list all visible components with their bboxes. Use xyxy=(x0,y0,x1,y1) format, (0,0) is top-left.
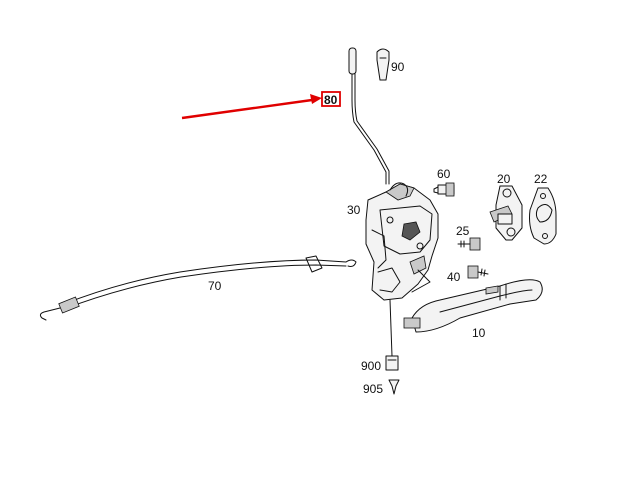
part-30-door-lock[interactable] xyxy=(365,182,439,301)
part-40-screw[interactable] xyxy=(467,265,489,279)
callout-10[interactable]: 10 xyxy=(472,326,486,340)
callout-30[interactable]: 30 xyxy=(347,203,361,217)
callout-40[interactable]: 40 xyxy=(447,270,461,284)
callout-900[interactable]: 900 xyxy=(361,359,381,373)
part-20-striker[interactable] xyxy=(489,185,523,241)
part-60-bolt[interactable] xyxy=(433,182,455,197)
callout-905[interactable]: 905 xyxy=(363,382,383,396)
callout-80-highlight-box xyxy=(321,91,341,107)
part-22-gasket[interactable] xyxy=(529,187,557,245)
callout-90[interactable]: 90 xyxy=(391,60,405,74)
part-900-connector[interactable] xyxy=(385,299,399,371)
part-10-door-handle[interactable] xyxy=(403,279,543,333)
part-70-cable[interactable] xyxy=(39,255,357,321)
callout-80[interactable]: 80 xyxy=(324,93,338,107)
highlight-arrow xyxy=(181,94,322,120)
part-90-cap[interactable] xyxy=(376,48,390,81)
callout-22[interactable]: 22 xyxy=(534,172,548,186)
callout-70[interactable]: 70 xyxy=(208,279,222,293)
part-905-clip[interactable] xyxy=(388,379,400,395)
part-80-rod[interactable] xyxy=(348,47,390,185)
part-25-screw[interactable] xyxy=(457,237,481,251)
callout-60[interactable]: 60 xyxy=(437,167,451,181)
callout-25[interactable]: 25 xyxy=(456,224,470,238)
callout-20[interactable]: 20 xyxy=(497,172,511,186)
